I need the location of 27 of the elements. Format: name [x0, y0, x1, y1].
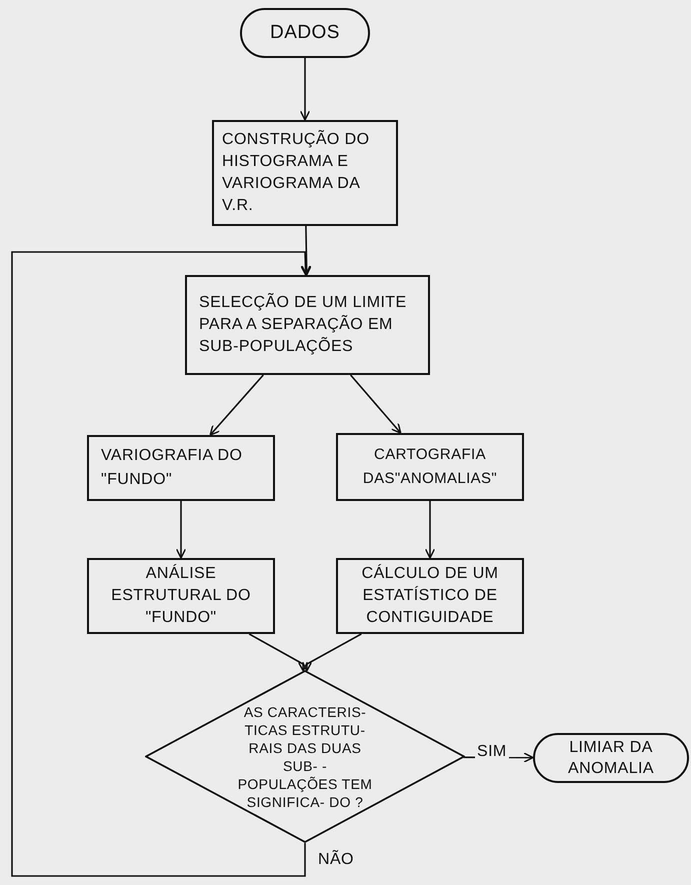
- node-text: ANÁLISE ESTRUTURAL DO "FUNDO": [110, 563, 252, 628]
- arrow: [11, 251, 311, 877]
- arrow: [209, 374, 264, 436]
- node-text: AS CARACTERIS- TICAS ESTRUTU- RAIS DAS DUAS SUB- -POPULAÇÕES TEM SIGNIFICA- DO ?: [237, 702, 373, 810]
- node-text: DADOS: [270, 20, 340, 45]
- arrow: [301, 226, 312, 276]
- process-box: [336, 558, 524, 634]
- terminator-box: [240, 8, 370, 58]
- node-text: CONSTRUÇÃO DO HISTOGRAMA E VARIOGRAMA DA V.R.: [222, 129, 370, 216]
- arrow: [248, 633, 308, 672]
- terminator-box: [533, 733, 689, 783]
- arrow: [424, 501, 436, 559]
- node-text: VARIOGRAFIA DO "FUNDO": [101, 446, 244, 490]
- node-text: CARTOGRAFIA DAS"ANOMALIAS": [362, 445, 498, 489]
- node-text: SELECÇÃO DE UM LIMITE PARA A SEPARAÇÃO EM SUB-POPULAÇÕES: [199, 292, 408, 357]
- arrow: [302, 633, 362, 672]
- process-box: [336, 433, 524, 501]
- process-box: [212, 120, 398, 226]
- arrow: [300, 58, 310, 121]
- node-text: LIMIAR DA ANOMALIA: [567, 738, 655, 779]
- arrow: [350, 374, 402, 434]
- process-box: [185, 275, 430, 375]
- node-text: CÁLCULO DE UM ESTATÍSTICO DE CONTIGUIDADE: [360, 563, 500, 628]
- arrow: [176, 501, 186, 559]
- process-box: [87, 558, 275, 634]
- process-box: [87, 435, 275, 501]
- decision-diamond: [145, 670, 465, 843]
